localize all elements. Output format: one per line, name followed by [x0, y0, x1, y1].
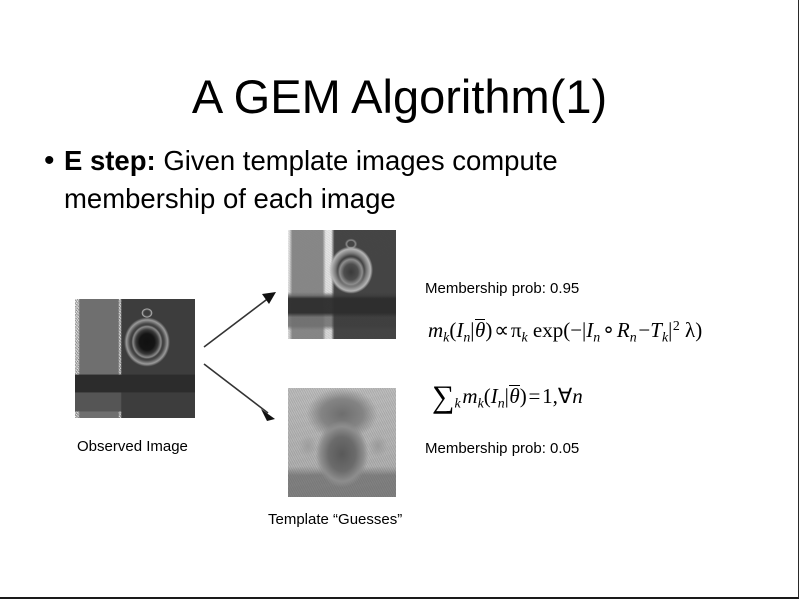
formula-T-sub: k: [661, 329, 669, 345]
formula-exp-open: (−|: [563, 318, 587, 343]
formula-m-sub: k: [443, 329, 450, 345]
formula-I: I: [456, 318, 464, 343]
formula-sum-equals: =: [528, 384, 541, 409]
formula-pi-sub: k: [521, 329, 528, 345]
formula-sigma: ∑: [432, 379, 455, 414]
bullet-list: • E step: Given template images compute …: [38, 142, 698, 218]
formula-sum-m-sub: k: [477, 395, 484, 411]
formula-norm-close: |: [668, 318, 673, 343]
membership-prob-top-label: Membership prob: 0.95: [425, 280, 580, 297]
formula-propto: ∝: [494, 318, 510, 343]
formula-given-bar: |: [470, 318, 475, 343]
formula-R: R: [616, 318, 630, 343]
formula-sum-one: 1,: [542, 384, 558, 409]
formula-m: m: [428, 318, 444, 343]
template-image-bottom: [288, 388, 396, 497]
formula-I2-sub: n: [593, 329, 601, 345]
list-item: • E step: Given template images compute …: [38, 142, 698, 218]
sum-constraint-formula: ∑k mk(In|θ) = 1,∀n: [432, 379, 583, 415]
page-title: A GEM Algorithm(1): [191, 70, 608, 124]
template-image-top: [288, 230, 396, 339]
observed-image-caption: Observed Image: [77, 438, 188, 455]
formula-sum-open-paren: (: [483, 384, 491, 409]
formula-T: T: [650, 318, 662, 343]
formula-pi: π: [510, 318, 522, 343]
bullet-marker-icon: •: [44, 144, 55, 177]
formula-close-paren: ): [485, 318, 493, 343]
formula-exp: exp: [532, 318, 564, 343]
observed-image: [75, 299, 195, 418]
membership-formula: mk(In|θ) ∝ πk exp(−|In ∘ Rn −Tk|2 λ): [428, 318, 702, 346]
formula-lambda: λ: [685, 318, 696, 343]
bullet-rest-label: Given template images compute membership…: [64, 145, 558, 214]
formula-minus: −: [638, 318, 651, 343]
formula-sum-close-paren: ): [519, 384, 527, 409]
formula-sum-I: I: [490, 384, 498, 409]
formula-sum-I-sub: n: [497, 395, 505, 411]
formula-sum-theta-bar: θ: [509, 384, 520, 409]
arrow-to-top-template-icon: [203, 292, 276, 348]
formula-sum-given-bar: |: [504, 384, 510, 409]
formula-I-sub: n: [463, 329, 471, 345]
formula-compose: ∘: [601, 318, 616, 343]
formula-sum-m: m: [462, 384, 478, 409]
templates-caption: Template “Guesses”: [268, 511, 403, 528]
formula-open-paren: (: [449, 318, 457, 343]
arrow-to-bottom-template-icon: [203, 363, 275, 421]
formula-exp-close: ): [695, 318, 703, 343]
formula-I2: I: [586, 318, 594, 343]
bullet-text: E step: Given template images compute me…: [64, 142, 698, 218]
membership-prob-bottom-label: Membership prob: 0.05: [425, 440, 580, 457]
formula-power: 2: [672, 318, 680, 333]
formula-sigma-sub: k: [454, 395, 461, 411]
formula-sum-n: n: [572, 384, 583, 409]
formula-theta-bar: θ: [474, 318, 486, 343]
formula-R-sub: n: [629, 329, 637, 345]
formula-sum-forall: ∀: [557, 384, 573, 409]
bullet-lead-label: E step:: [64, 145, 156, 176]
